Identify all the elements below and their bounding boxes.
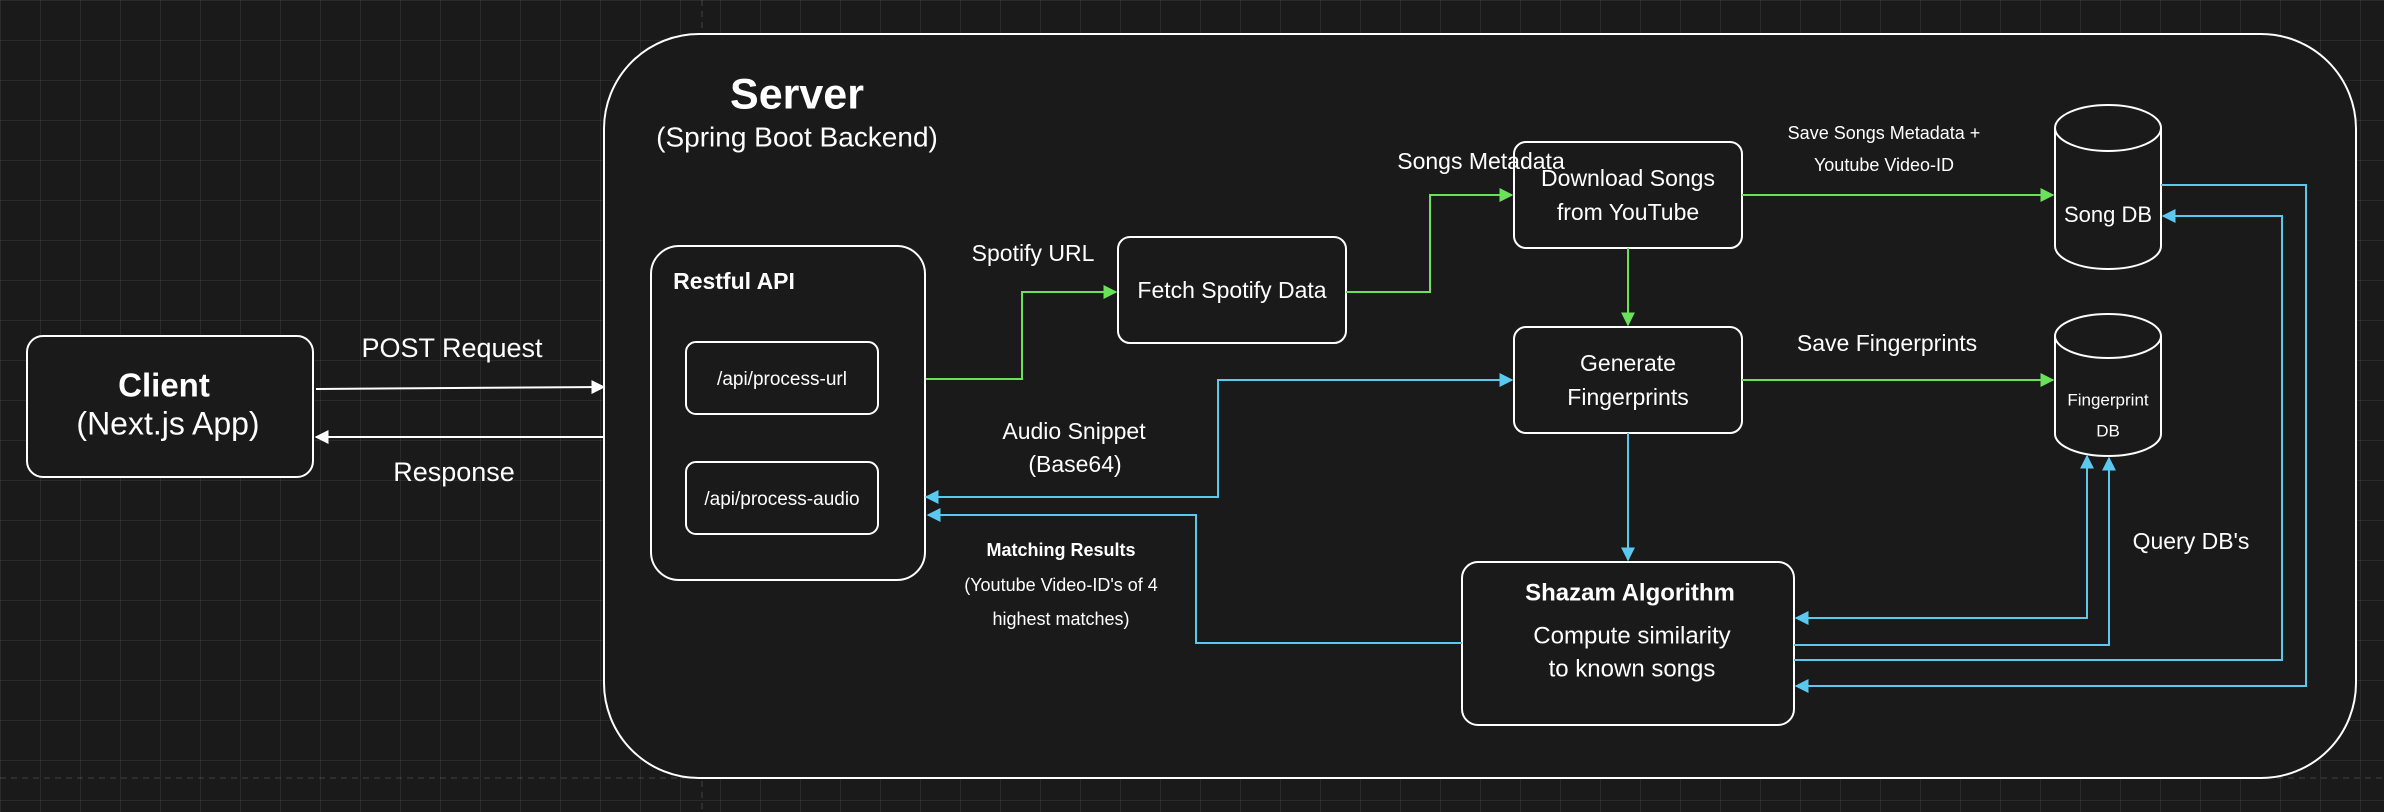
restful-api-title: Restful API [673, 268, 795, 294]
song-db-to-shazam-arrow [1794, 184, 2307, 693]
client-subtitle: (Next.js App) [76, 405, 259, 441]
save-fingerprints-label: Save Fingerprints [1797, 330, 1977, 356]
download-songs-line2: from YouTube [1557, 199, 1699, 225]
client-title: Client [118, 367, 210, 404]
songs-metadata-arrow [1346, 188, 1514, 293]
generate-fingerprints-node[interactable] [1513, 326, 1743, 434]
response-label: Response [393, 457, 515, 487]
shazam-line2: to known songs [1549, 655, 1716, 682]
query-fingerprint-db-arrow-a [1794, 454, 2094, 625]
matching-results-arrow [926, 508, 1462, 644]
query-dbs-label: Query DB's [2133, 528, 2250, 554]
audio-snippet-line1: Audio Snippet [1002, 418, 1146, 444]
process-audio-endpoint[interactable] [685, 461, 879, 535]
post-request-label: POST Request [361, 333, 543, 363]
shazam-line1: Compute similarity [1533, 622, 1730, 649]
fingerprint-db-node[interactable] [2054, 313, 2162, 457]
process-url-endpoint[interactable] [685, 341, 879, 415]
query-song-db-arrow [1794, 209, 2283, 661]
client-node[interactable] [26, 335, 314, 478]
process-url-label: /api/process-url [717, 369, 847, 390]
query-fingerprint-db-arrow-b [1794, 456, 2116, 646]
generate-fingerprints-line1: Generate [1580, 350, 1676, 376]
process-audio-label: /api/process-audio [704, 489, 859, 510]
song-db-label: Song DB [2064, 202, 2152, 227]
fetch-spotify-label: Fetch Spotify Data [1137, 277, 1326, 303]
post-request-arrow [315, 380, 606, 395]
audio-snippet-line2: (Base64) [1028, 451, 1121, 477]
shazam-title: Shazam Algorithm [1525, 579, 1735, 606]
audio-snippet-arrow [924, 373, 1514, 504]
fingerprint-db-line1: Fingerprint [2067, 390, 2149, 409]
save-metadata-line1: Save Songs Metadata + [1788, 123, 1981, 143]
songs-metadata-label: Songs Metadata [1397, 148, 1565, 174]
matching-results-line1: (Youtube Video-ID's of 4 [964, 575, 1158, 595]
spotify-url-label: Spotify URL [972, 240, 1095, 266]
download-songs-line1: Download Songs [1541, 165, 1715, 191]
server-subtitle: (Spring Boot Backend) [656, 121, 938, 152]
save-metadata-line2: Youtube Video-ID [1814, 155, 1954, 175]
fetch-spotify-node[interactable] [1117, 236, 1347, 344]
generate-fingerprints-line2: Fingerprints [1567, 384, 1688, 410]
fingerprint-db-line2: DB [2096, 421, 2120, 440]
song-db-node[interactable] [2054, 104, 2162, 270]
matching-results-title: Matching Results [986, 540, 1135, 560]
server-title: Server [730, 70, 864, 118]
matching-results-line2: highest matches) [992, 609, 1129, 629]
